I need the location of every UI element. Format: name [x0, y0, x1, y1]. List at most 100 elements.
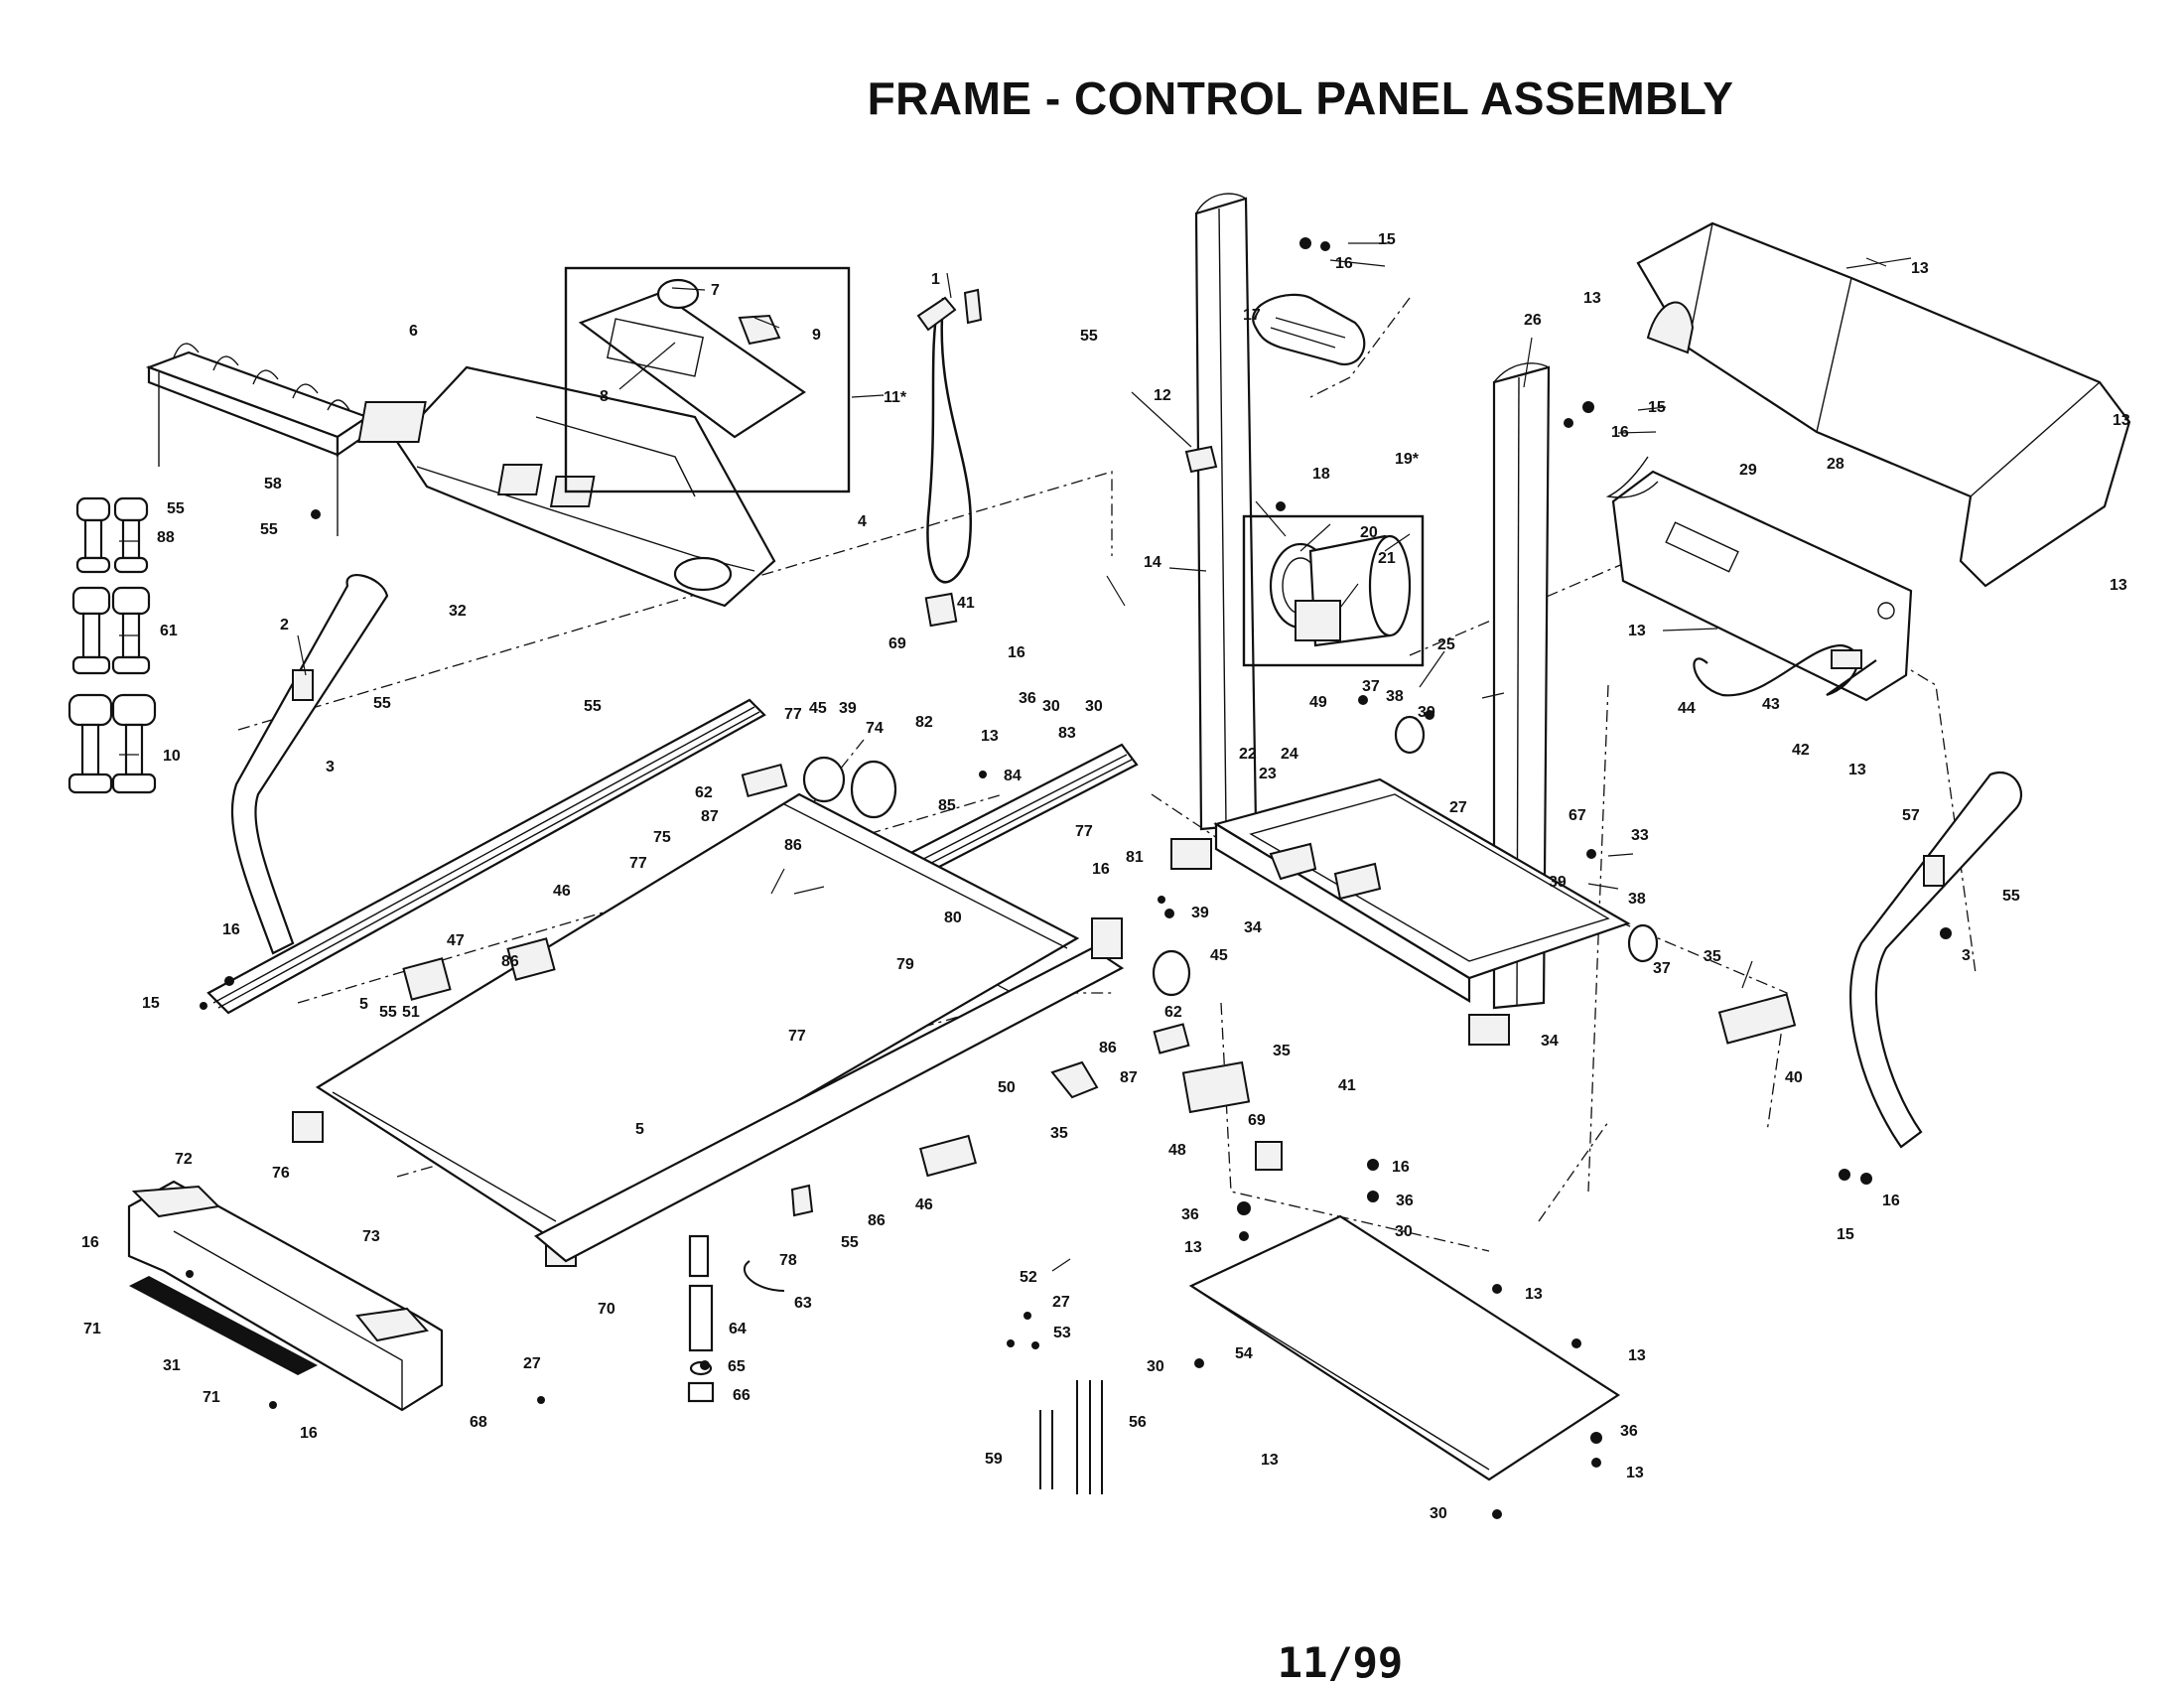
callout-30a: 30 — [1042, 698, 1060, 715]
callout-24: 24 — [1281, 746, 1298, 763]
callout-61: 61 — [160, 623, 178, 639]
callout-16b: 16 — [1611, 424, 1629, 441]
callout-73: 73 — [362, 1228, 380, 1245]
left-side-rail — [206, 698, 766, 1015]
callout-13g: 13 — [981, 728, 999, 745]
callout-36a: 36 — [1019, 690, 1036, 707]
callout-13c: 13 — [2113, 412, 2130, 429]
callout-14: 14 — [1144, 554, 1161, 571]
callout-85: 85 — [938, 797, 956, 814]
callout-3b: 3 — [1962, 947, 1971, 964]
callout-labels: 1 2 3 3 4 5 5 6 7 8 9 10 11* 12 13 13 13… — [81, 231, 2130, 1522]
callout-32: 32 — [449, 603, 467, 620]
callout-16i: 16 — [300, 1425, 318, 1442]
leveling-foot — [687, 1234, 785, 1403]
power-cord — [1693, 643, 1877, 697]
callout-30b: 30 — [1395, 1223, 1413, 1240]
callout-16h: 16 — [81, 1234, 99, 1251]
callout-55c: 55 — [373, 695, 391, 712]
callout-13l: 13 — [1626, 1465, 1644, 1481]
callout-77b: 77 — [629, 855, 647, 872]
dumbbell-set — [68, 496, 157, 794]
callout-48: 48 — [1168, 1142, 1186, 1159]
callout-12: 12 — [1154, 387, 1171, 404]
callout-55e: 55 — [1080, 328, 1098, 345]
controller-bracket — [1605, 456, 1913, 702]
callout-62a: 62 — [695, 784, 713, 801]
callout-53: 53 — [1053, 1325, 1071, 1341]
callout-39a: 39 — [839, 700, 857, 717]
callout-38a: 38 — [1386, 688, 1404, 705]
base-pan — [1188, 1214, 1621, 1481]
callout-6: 6 — [409, 323, 418, 340]
callout-55h: 55 — [841, 1234, 859, 1251]
callout-77a: 77 — [784, 706, 802, 723]
callout-35c: 35 — [1050, 1125, 1068, 1142]
callout-54: 54 — [1235, 1345, 1253, 1362]
callout-5b: 5 — [635, 1121, 644, 1138]
callout-47: 47 — [447, 932, 465, 949]
callout-46a: 46 — [553, 883, 571, 900]
callout-13f: 13 — [1848, 762, 1866, 778]
callout-36d: 36 — [1620, 1423, 1638, 1440]
callout-42: 42 — [1792, 742, 1810, 759]
callout-69a: 69 — [888, 635, 906, 652]
left-handrail — [230, 574, 389, 955]
callout-55f: 55 — [2002, 888, 2020, 905]
callout-41b: 41 — [1338, 1077, 1356, 1094]
callout-58: 58 — [264, 476, 282, 492]
callout-77d: 77 — [788, 1028, 806, 1045]
callout-52: 52 — [1020, 1269, 1037, 1286]
callout-35a: 35 — [1704, 948, 1721, 965]
hardware-fasteners — [186, 237, 1952, 1519]
callout-2: 2 — [280, 617, 289, 633]
callout-74: 74 — [866, 720, 884, 737]
callout-55a: 55 — [167, 500, 185, 517]
callout-55d: 55 — [584, 698, 602, 715]
callout-31: 31 — [163, 1357, 181, 1374]
callout-39d: 39 — [1549, 874, 1567, 891]
callout-71b: 71 — [203, 1389, 220, 1406]
motor-hood — [1636, 221, 2131, 588]
callout-87b: 87 — [1120, 1069, 1138, 1086]
callout-86a: 86 — [784, 837, 802, 854]
right-handrail — [1849, 772, 2023, 1149]
console-board-inset — [564, 266, 851, 493]
callout-68: 68 — [470, 1414, 487, 1431]
callout-3: 3 — [326, 759, 335, 775]
callout-81: 81 — [1126, 849, 1144, 866]
callout-18: 18 — [1312, 466, 1330, 483]
callout-37a: 37 — [1362, 678, 1380, 695]
wire-ties — [1039, 1380, 1103, 1494]
callout-15c: 15 — [142, 995, 160, 1012]
callout-40: 40 — [1785, 1069, 1803, 1086]
front-strip — [129, 1276, 318, 1375]
callout-86d: 86 — [868, 1212, 886, 1229]
callout-10: 10 — [163, 748, 181, 765]
callout-7: 7 — [711, 282, 720, 299]
callout-57: 57 — [1902, 807, 1920, 824]
callout-1: 1 — [931, 271, 940, 288]
callout-34a: 34 — [1244, 919, 1262, 936]
callout-86b: 86 — [501, 953, 519, 970]
callout-79: 79 — [896, 956, 914, 973]
callout-16g: 16 — [1882, 1193, 1900, 1209]
callout-88: 88 — [157, 529, 175, 546]
callout-46b: 46 — [915, 1196, 933, 1213]
callout-45b: 45 — [1210, 947, 1228, 964]
callout-13e: 13 — [1628, 623, 1646, 639]
callout-69b: 69 — [1248, 1112, 1266, 1129]
page-title: FRAME - CONTROL PANEL ASSEMBLY — [867, 72, 1734, 124]
callout-38b: 38 — [1628, 891, 1646, 908]
callout-39b: 39 — [1418, 704, 1435, 721]
callout-15b: 15 — [1648, 399, 1666, 416]
callout-37b: 37 — [1653, 960, 1671, 977]
callout-13b: 13 — [1583, 290, 1601, 307]
callout-13d: 13 — [2110, 577, 2127, 594]
callout-86c: 86 — [1099, 1040, 1117, 1056]
page-number: 11/99 — [1277, 1638, 1404, 1687]
callout-8: 8 — [600, 388, 609, 405]
callout-35b: 35 — [1273, 1043, 1291, 1059]
callout-83: 83 — [1058, 725, 1076, 742]
callout-21: 21 — [1378, 550, 1396, 567]
